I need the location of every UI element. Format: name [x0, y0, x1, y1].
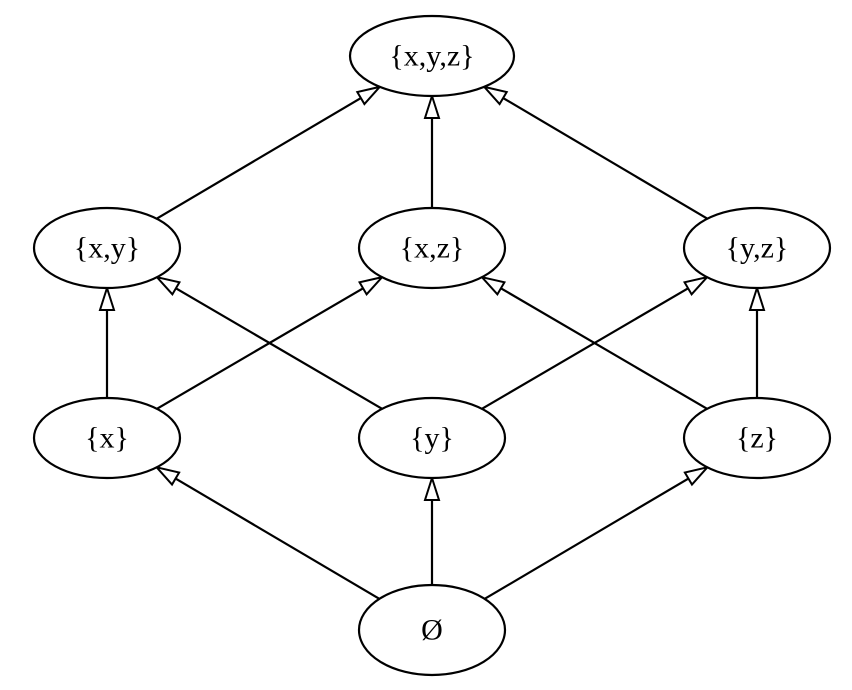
- node-xy-shape: [32, 206, 182, 290]
- edge-yz-to-xyz: [481, 85, 708, 220]
- edge-xz-to-xyz: [423, 92, 441, 208]
- node-y-label: {y}: [410, 422, 454, 455]
- node-yz: {y,z}: [682, 206, 832, 290]
- arrow-head-icon: [682, 275, 710, 297]
- edge-line: [500, 287, 708, 410]
- edge-y-to-yz: [481, 275, 710, 410]
- arrow-head-icon: [98, 284, 116, 311]
- arrow-head-icon: [355, 85, 383, 106]
- node-empty-label: Ø: [421, 614, 443, 647]
- arrow-head-icon: [479, 275, 507, 297]
- edge-empty-to-y: [423, 474, 441, 585]
- edge-line: [484, 477, 689, 600]
- node-x-shape: [32, 396, 182, 480]
- node-x: {x}: [32, 396, 182, 480]
- node-xz: {x,z}: [357, 206, 507, 290]
- edge-line: [175, 287, 383, 410]
- arrow-head-icon: [683, 465, 711, 487]
- node-xyz: {x,y,z}: [348, 14, 516, 98]
- nodes-layer: {x,y,z} {x,y} {x,z} {y,z} {x} {y} {z} Ø: [32, 14, 832, 677]
- node-xyz-label: {x,y,z}: [389, 40, 474, 73]
- node-xyz-shape: [348, 14, 516, 98]
- node-y: {y}: [357, 396, 507, 480]
- arrow-head-icon: [481, 85, 509, 106]
- node-yz-label: {y,z}: [726, 232, 789, 265]
- arrow-head-icon: [748, 284, 766, 311]
- edge-line: [502, 97, 708, 220]
- edge-x-to-xy: [98, 284, 116, 398]
- node-xz-label: {x,z}: [400, 232, 465, 265]
- edge-line: [175, 477, 380, 600]
- edge-z-to-xz: [479, 275, 708, 410]
- node-y-shape: [357, 396, 507, 480]
- arrow-head-icon: [423, 92, 441, 119]
- node-x-label: {x}: [85, 422, 129, 455]
- node-xy-label: {x,y}: [74, 232, 140, 265]
- edge-xy-to-xyz: [156, 85, 383, 220]
- node-z: {z}: [682, 396, 832, 480]
- arrow-head-icon: [423, 474, 441, 501]
- arrow-head-icon: [153, 465, 181, 487]
- arrow-head-icon: [357, 275, 385, 297]
- node-z-label: {z}: [736, 422, 778, 455]
- node-yz-shape: [682, 206, 832, 290]
- edge-empty-to-x: [153, 465, 380, 600]
- edge-line: [156, 97, 362, 220]
- edge-line: [481, 287, 689, 410]
- arrow-head-icon: [154, 275, 182, 297]
- edge-y-to-xy: [154, 275, 383, 410]
- edge-empty-to-z: [484, 465, 711, 600]
- node-z-shape: [682, 396, 832, 480]
- edge-line: [156, 287, 364, 410]
- edges-layer: [98, 85, 766, 600]
- node-xy: {x,y}: [32, 206, 182, 290]
- edge-z-to-yz: [748, 284, 766, 398]
- node-xz-shape: [357, 206, 507, 290]
- node-empty-shape: [357, 583, 507, 677]
- node-empty: Ø: [357, 583, 507, 677]
- edge-x-to-xz: [156, 275, 385, 410]
